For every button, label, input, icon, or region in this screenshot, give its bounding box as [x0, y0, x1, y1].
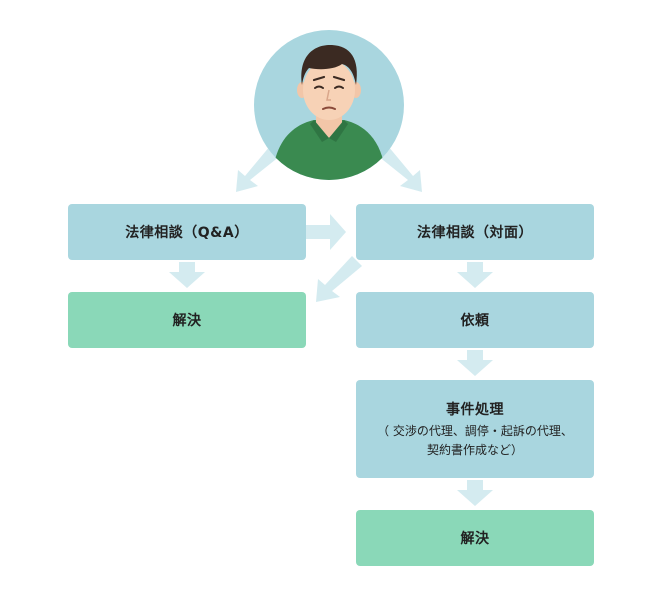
request-title: 依頼	[460, 313, 490, 329]
request-box: 依頼	[356, 292, 594, 348]
consultation-qa-title: 法律相談（Q&A）	[125, 225, 249, 241]
consultation-face-box: 法律相談（対面）	[356, 204, 594, 260]
qa-resolution-title: 解決	[172, 313, 202, 329]
arrow-face-to-qa-result	[316, 256, 362, 302]
consultation-face-title: 法律相談（対面）	[417, 225, 533, 241]
arrow-qa-to-result	[169, 262, 205, 288]
arrow-face-to-request	[457, 262, 493, 288]
case-handling-title: 事件処理	[446, 401, 504, 418]
consultation-qa-box: 法律相談（Q&A）	[68, 204, 306, 260]
qa-resolution-box: 解決	[68, 292, 306, 348]
arrow-avatar-to-face	[378, 146, 422, 192]
arrow-avatar-to-qa	[236, 146, 280, 192]
worried-person-icon	[254, 30, 404, 180]
case-handling-detail-line2: 契約書作成など）	[426, 442, 523, 457]
final-resolution-title: 解決	[460, 531, 490, 547]
case-handling-box: 事件処理 （ 交渉の代理、調停・起訴の代理、 契約書作成など）	[356, 380, 594, 478]
arrow-handling-to-final	[457, 480, 493, 506]
arrow-request-to-handling	[457, 350, 493, 376]
case-handling-detail-line1: （ 交渉の代理、調停・起訴の代理、	[377, 423, 573, 438]
arrow-qa-to-face	[306, 214, 346, 250]
final-resolution-box: 解決	[356, 510, 594, 566]
